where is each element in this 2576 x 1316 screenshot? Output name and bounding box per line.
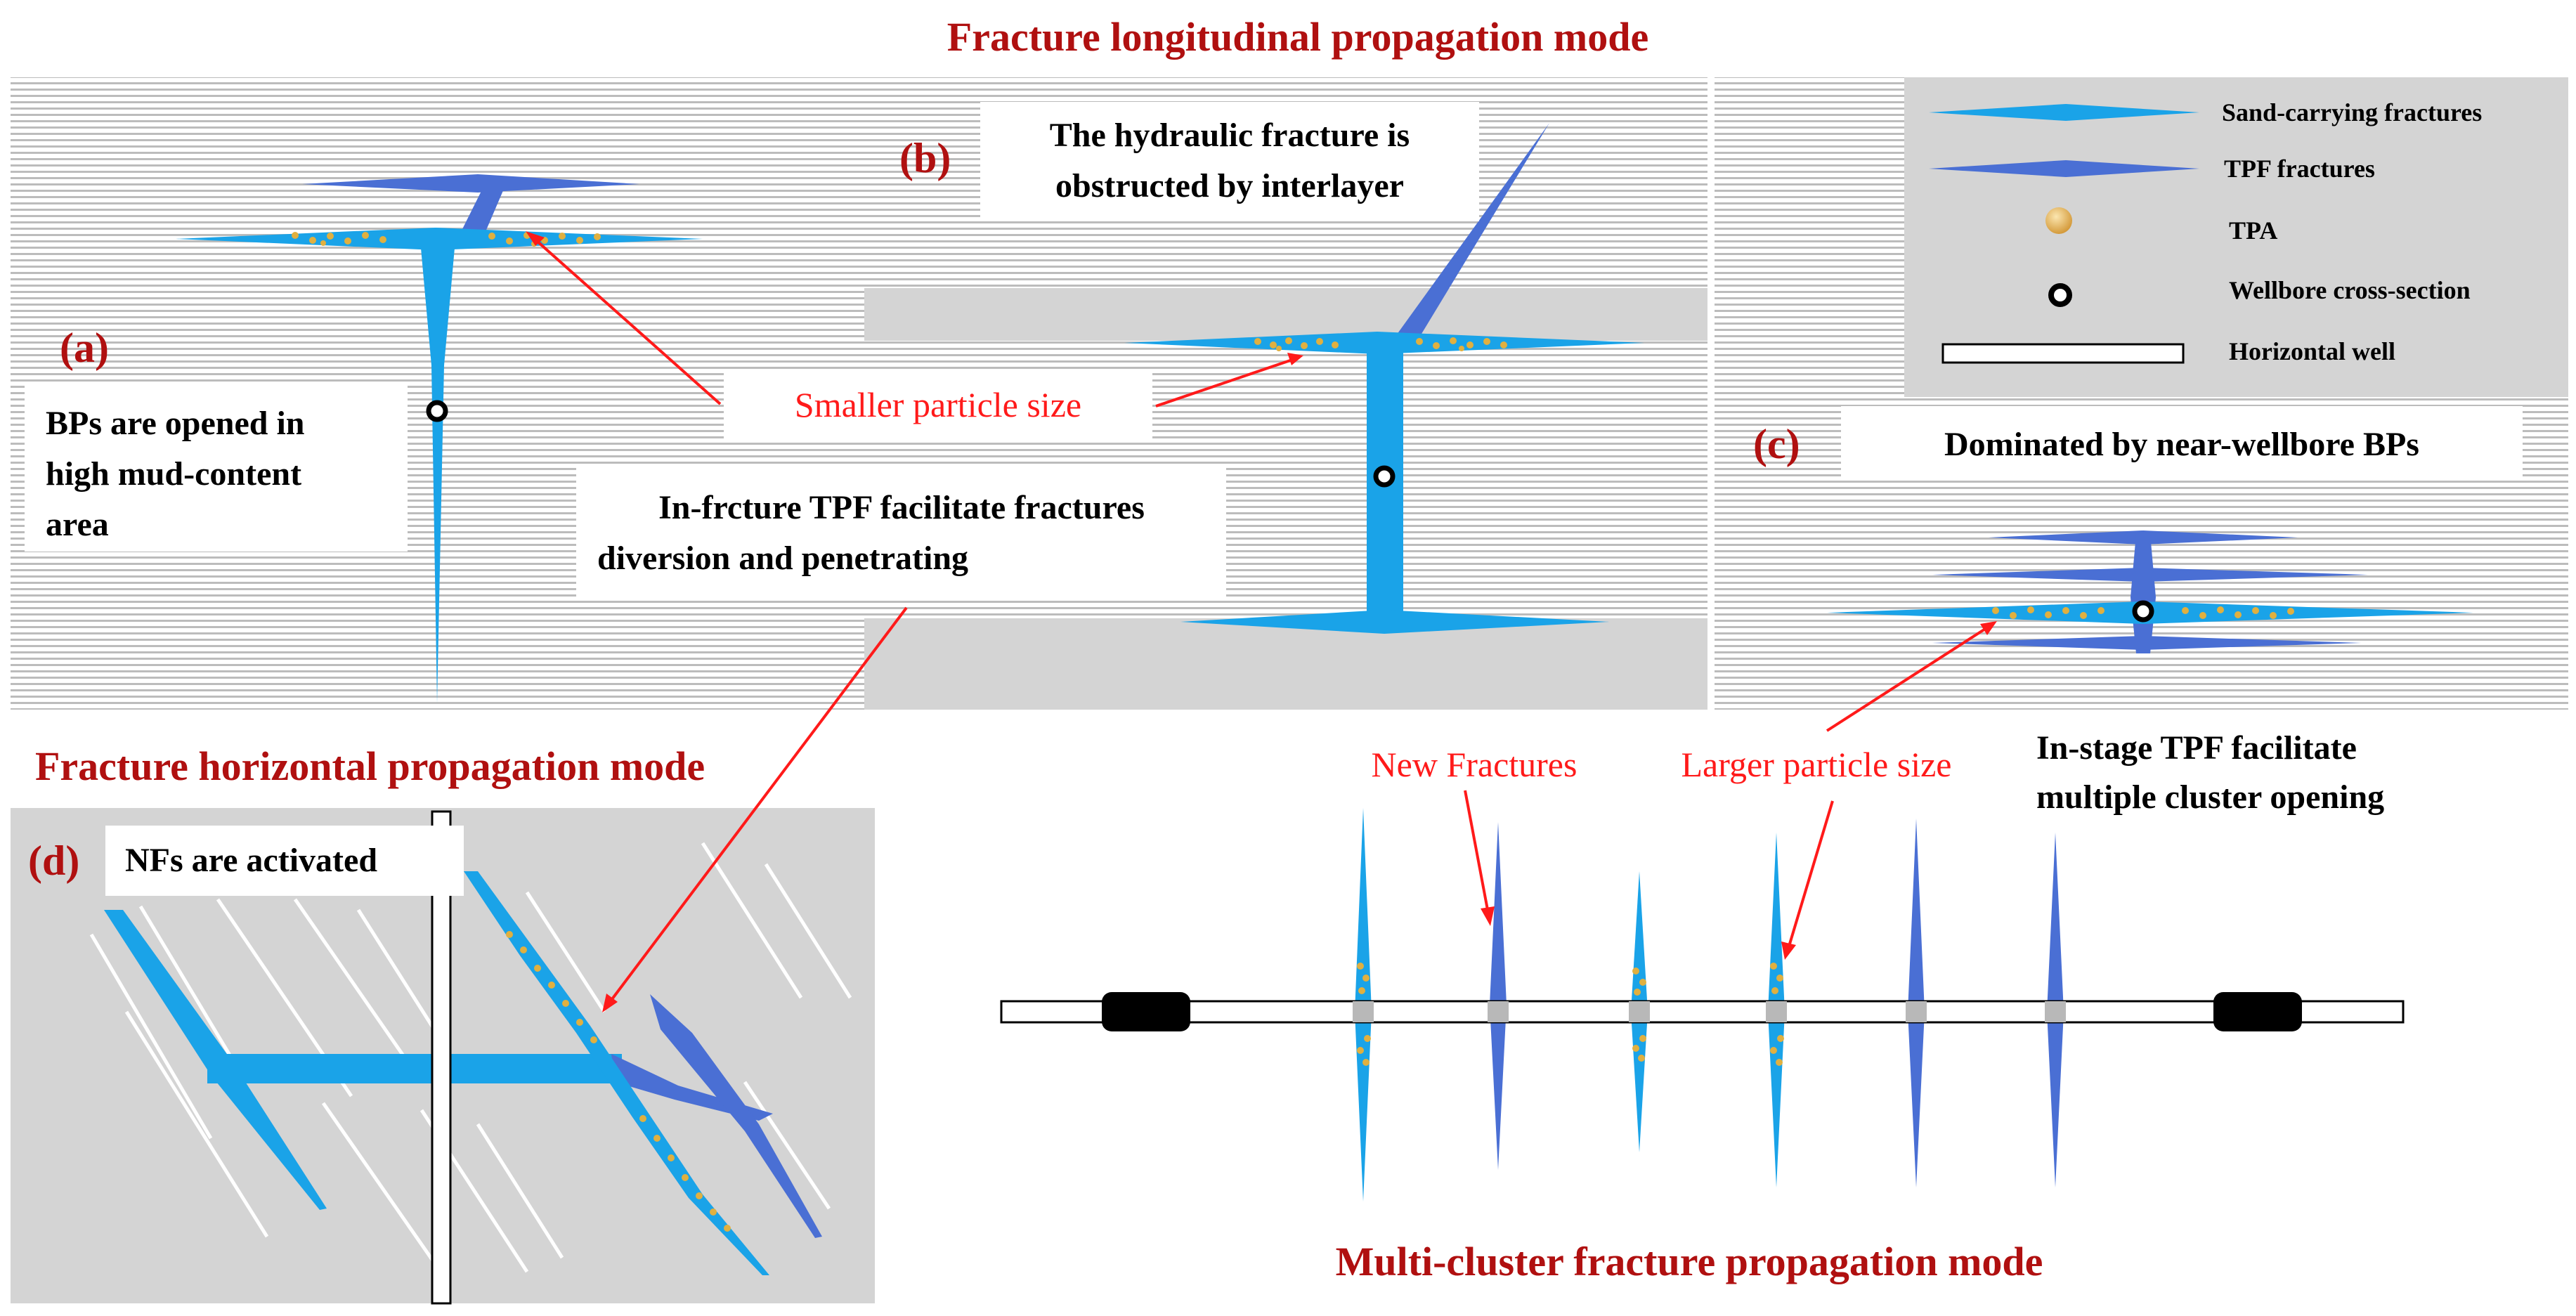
title-longitudinal: Fracture longitudinal propagation mode — [947, 14, 1648, 60]
tpa-particles-b — [1254, 337, 1507, 351]
title-multicluster: Multi-cluster fracture propagation mode — [1336, 1239, 2043, 1284]
cluster-2-fracture — [1490, 822, 1507, 1170]
packer-left — [1102, 992, 1190, 1031]
panel-a-textbox — [25, 383, 408, 552]
panel-c-text-line1: Dominated by near-wellbore BPs — [1944, 426, 2419, 463]
tpf-fracture-branch — [460, 184, 506, 233]
multicluster-section: New Fractures Larger particle size In-st… — [1000, 621, 2405, 1201]
legend-item-wellbore: Wellbore cross-section — [2229, 276, 2471, 304]
sand-fracture-d-horizontal — [207, 1054, 622, 1083]
larger-particle-label: Larger particle size — [1681, 745, 1952, 784]
panel-b-textbox — [980, 102, 1479, 221]
tpf-fracture-d-inclined — [650, 994, 822, 1238]
legend-item-tpf: TPF fractures — [2224, 155, 2375, 183]
legend-tpf-fracture-symbol — [1929, 160, 2199, 177]
legend-item-sand: Sand-carrying fractures — [2222, 98, 2482, 126]
legend-tpa-symbol — [2045, 207, 2072, 234]
panel-d-textbox — [105, 826, 464, 896]
perforations — [1353, 1001, 2066, 1022]
packer-right — [2213, 992, 2302, 1031]
new-fractures-label: New Fractures — [1372, 745, 1578, 784]
panel-d: (d) NFs are activated — [28, 810, 822, 1305]
wellbore-b — [1373, 465, 1396, 488]
in-fracture-tpf-callout: In-frcture TPF facilitate fractures dive… — [576, 464, 1226, 1012]
legend-item-well: Horizontal well — [2229, 337, 2395, 365]
legend-wellbore-symbol — [2048, 283, 2072, 307]
panel-b-text-line1: The hydraulic fracture is — [1050, 117, 1410, 154]
panel-d-label: (d) — [28, 838, 79, 884]
legend: Sand-carrying fractures TPF fractures TP… — [1929, 98, 2482, 365]
in-fracture-tpf-line2: diversion and penetrating — [597, 540, 968, 577]
sand-fracture-d-right — [464, 871, 769, 1275]
panel-b-label: (b) — [899, 135, 951, 181]
panel-a: (a) BPs are opened in high mud-content a… — [25, 174, 703, 703]
title-horizontal: Fracture horizontal propagation mode — [35, 743, 705, 789]
panel-b: (b) The hydraulic fracture is obstructed… — [899, 102, 1644, 634]
tpf-fracture-inclined — [1395, 123, 1549, 337]
in-fracture-tpf-line1: In-frcture TPF facilitate fractures — [658, 489, 1145, 526]
panel-a-text-line1: BPs are opened in — [46, 405, 304, 442]
panel-c-textbox — [1841, 406, 2523, 480]
tpa-particles-multicluster — [1357, 963, 1784, 1066]
smaller-particle-callout: Smaller particle size — [526, 231, 1303, 439]
wellbore-c — [2132, 600, 2154, 623]
panel-b-text-line2: obstructed by interlayer — [1055, 167, 1404, 204]
tpa-particles-c — [1992, 606, 2294, 619]
sand-fracture-bottom-b — [1180, 610, 1609, 634]
legend-item-tpa: TPA — [2229, 216, 2277, 245]
panel-a-text-line2: high mud-content — [46, 455, 301, 493]
panel-c: (c) Dominated by near-wellbore BPs — [1753, 406, 2523, 653]
smaller-particle-label: Smaller particle size — [795, 385, 1081, 424]
panel-a-label: (a) — [60, 325, 109, 371]
panel-d-text-line1: NFs are activated — [125, 842, 377, 879]
wellbore-a — [426, 400, 448, 422]
tpf-fracture-top — [302, 174, 639, 193]
panel-a-text-line3: area — [46, 506, 109, 543]
panel-c-label: (c) — [1753, 421, 1800, 467]
tpa-particles-d — [506, 931, 731, 1232]
legend-sand-fracture-symbol — [1929, 104, 2199, 121]
horizontal-well-pipe — [1000, 1000, 2405, 1024]
in-stage-tpf-line1: In-stage TPF facilitate — [2036, 729, 2357, 767]
sand-fracture-vertical — [420, 240, 455, 703]
in-stage-tpf-line2: multiple cluster opening — [2036, 778, 2384, 816]
legend-well-symbol — [1941, 343, 2185, 364]
sand-fracture-horizontal — [176, 228, 703, 250]
